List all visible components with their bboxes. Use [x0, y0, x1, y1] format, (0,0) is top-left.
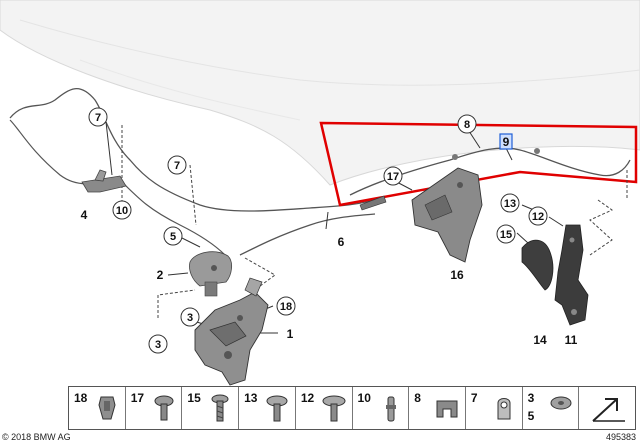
callout-8: 8: [457, 114, 477, 134]
label-16: 16: [450, 268, 464, 282]
svg-text:12: 12: [532, 211, 544, 223]
part-4-bracket: [81, 169, 127, 193]
parts-cell-arrow[interactable]: [579, 387, 635, 429]
parts-cell-label-2: 5: [527, 409, 535, 423]
bolt-washer-icon: [266, 395, 288, 422]
callout-17: 17: [383, 166, 403, 186]
label-14: 14: [533, 333, 547, 347]
svg-text:13: 13: [504, 198, 516, 210]
parts-cell-15[interactable]: 15: [182, 387, 240, 429]
hood-panel: [0, 0, 640, 186]
diagram-number: 495383: [605, 432, 636, 442]
svg-text:10: 10: [116, 205, 128, 217]
callout-7a: 7: [88, 107, 108, 127]
parts-cell-7[interactable]: 7: [466, 387, 523, 429]
part-16-bracket: [411, 167, 483, 263]
parts-cell-12[interactable]: 12: [296, 387, 353, 429]
cable-6: [239, 213, 376, 256]
svg-text:17: 17: [387, 171, 399, 183]
clip-icon: [98, 396, 116, 420]
parts-cell-label: 13: [244, 391, 258, 405]
label-4: 4: [81, 208, 88, 222]
svg-text:3: 3: [187, 312, 193, 324]
svg-text:8: 8: [464, 119, 470, 131]
parts-cell-label: 3: [527, 391, 535, 405]
release-cable: [9, 88, 381, 212]
bolt-icon: [211, 394, 229, 422]
svg-text:7: 7: [174, 160, 180, 172]
label-6: 6: [338, 235, 345, 249]
label-2: 2: [157, 268, 164, 282]
label-9-highlight: 9: [499, 133, 513, 150]
parts-cell-label: 10: [357, 391, 371, 405]
callout-15: 15: [496, 224, 516, 244]
svg-text:18: 18: [280, 301, 292, 313]
parts-cell-8[interactable]: 8: [409, 387, 466, 429]
callout-7b: 7: [167, 155, 187, 175]
parts-cell-label: 12: [300, 391, 315, 405]
parts-cell-label: 15: [187, 391, 201, 405]
cable-clip-icon: [497, 398, 511, 420]
parts-cell-18[interactable]: 18: [69, 387, 126, 429]
parts-cell-17[interactable]: 17: [126, 387, 183, 429]
parts-cell-label: 17: [130, 391, 145, 405]
callout-3b: 3: [148, 334, 168, 354]
parts-cell-label: 8: [414, 391, 421, 405]
parts-cell-label: 18: [74, 391, 88, 405]
callout-18: 18: [276, 296, 296, 316]
part-14-buffer: [521, 239, 554, 291]
callout-12: 12: [528, 206, 548, 226]
label-1: 1: [287, 327, 294, 341]
pin-icon: [385, 396, 396, 422]
parts-cell-13[interactable]: 13: [239, 387, 296, 429]
parts-cell-3-5[interactable]: 3 5: [523, 387, 580, 429]
parts-cell-10[interactable]: 10: [353, 387, 410, 429]
callout-3a: 3: [180, 307, 200, 327]
arrow-icon: [592, 398, 626, 422]
label-11: 11: [565, 333, 578, 347]
flange-bolt-icon: [322, 395, 346, 422]
nut-icon: [550, 396, 572, 410]
svg-text:3: 3: [155, 339, 161, 351]
part-11-bracket: [554, 224, 589, 326]
svg-text:5: 5: [170, 231, 176, 243]
parts-bar: 18 17 15 13 12 10 8 7 3 5: [68, 386, 636, 430]
callout-10: 10: [112, 200, 132, 220]
part-1-hood-lock: [194, 277, 269, 386]
highlight-outline: [319, 121, 638, 207]
callout-5: 5: [163, 226, 183, 246]
screw-icon: [154, 395, 174, 421]
svg-text:7: 7: [95, 112, 101, 124]
part-2-handle: [189, 251, 232, 297]
callout-13: 13: [500, 193, 520, 213]
holder-icon: [436, 400, 458, 418]
parts-cell-label: 7: [470, 391, 478, 405]
copyright-text: © 2018 BMW AG: [2, 432, 71, 442]
svg-text:9: 9: [503, 135, 510, 149]
svg-text:15: 15: [500, 229, 512, 241]
